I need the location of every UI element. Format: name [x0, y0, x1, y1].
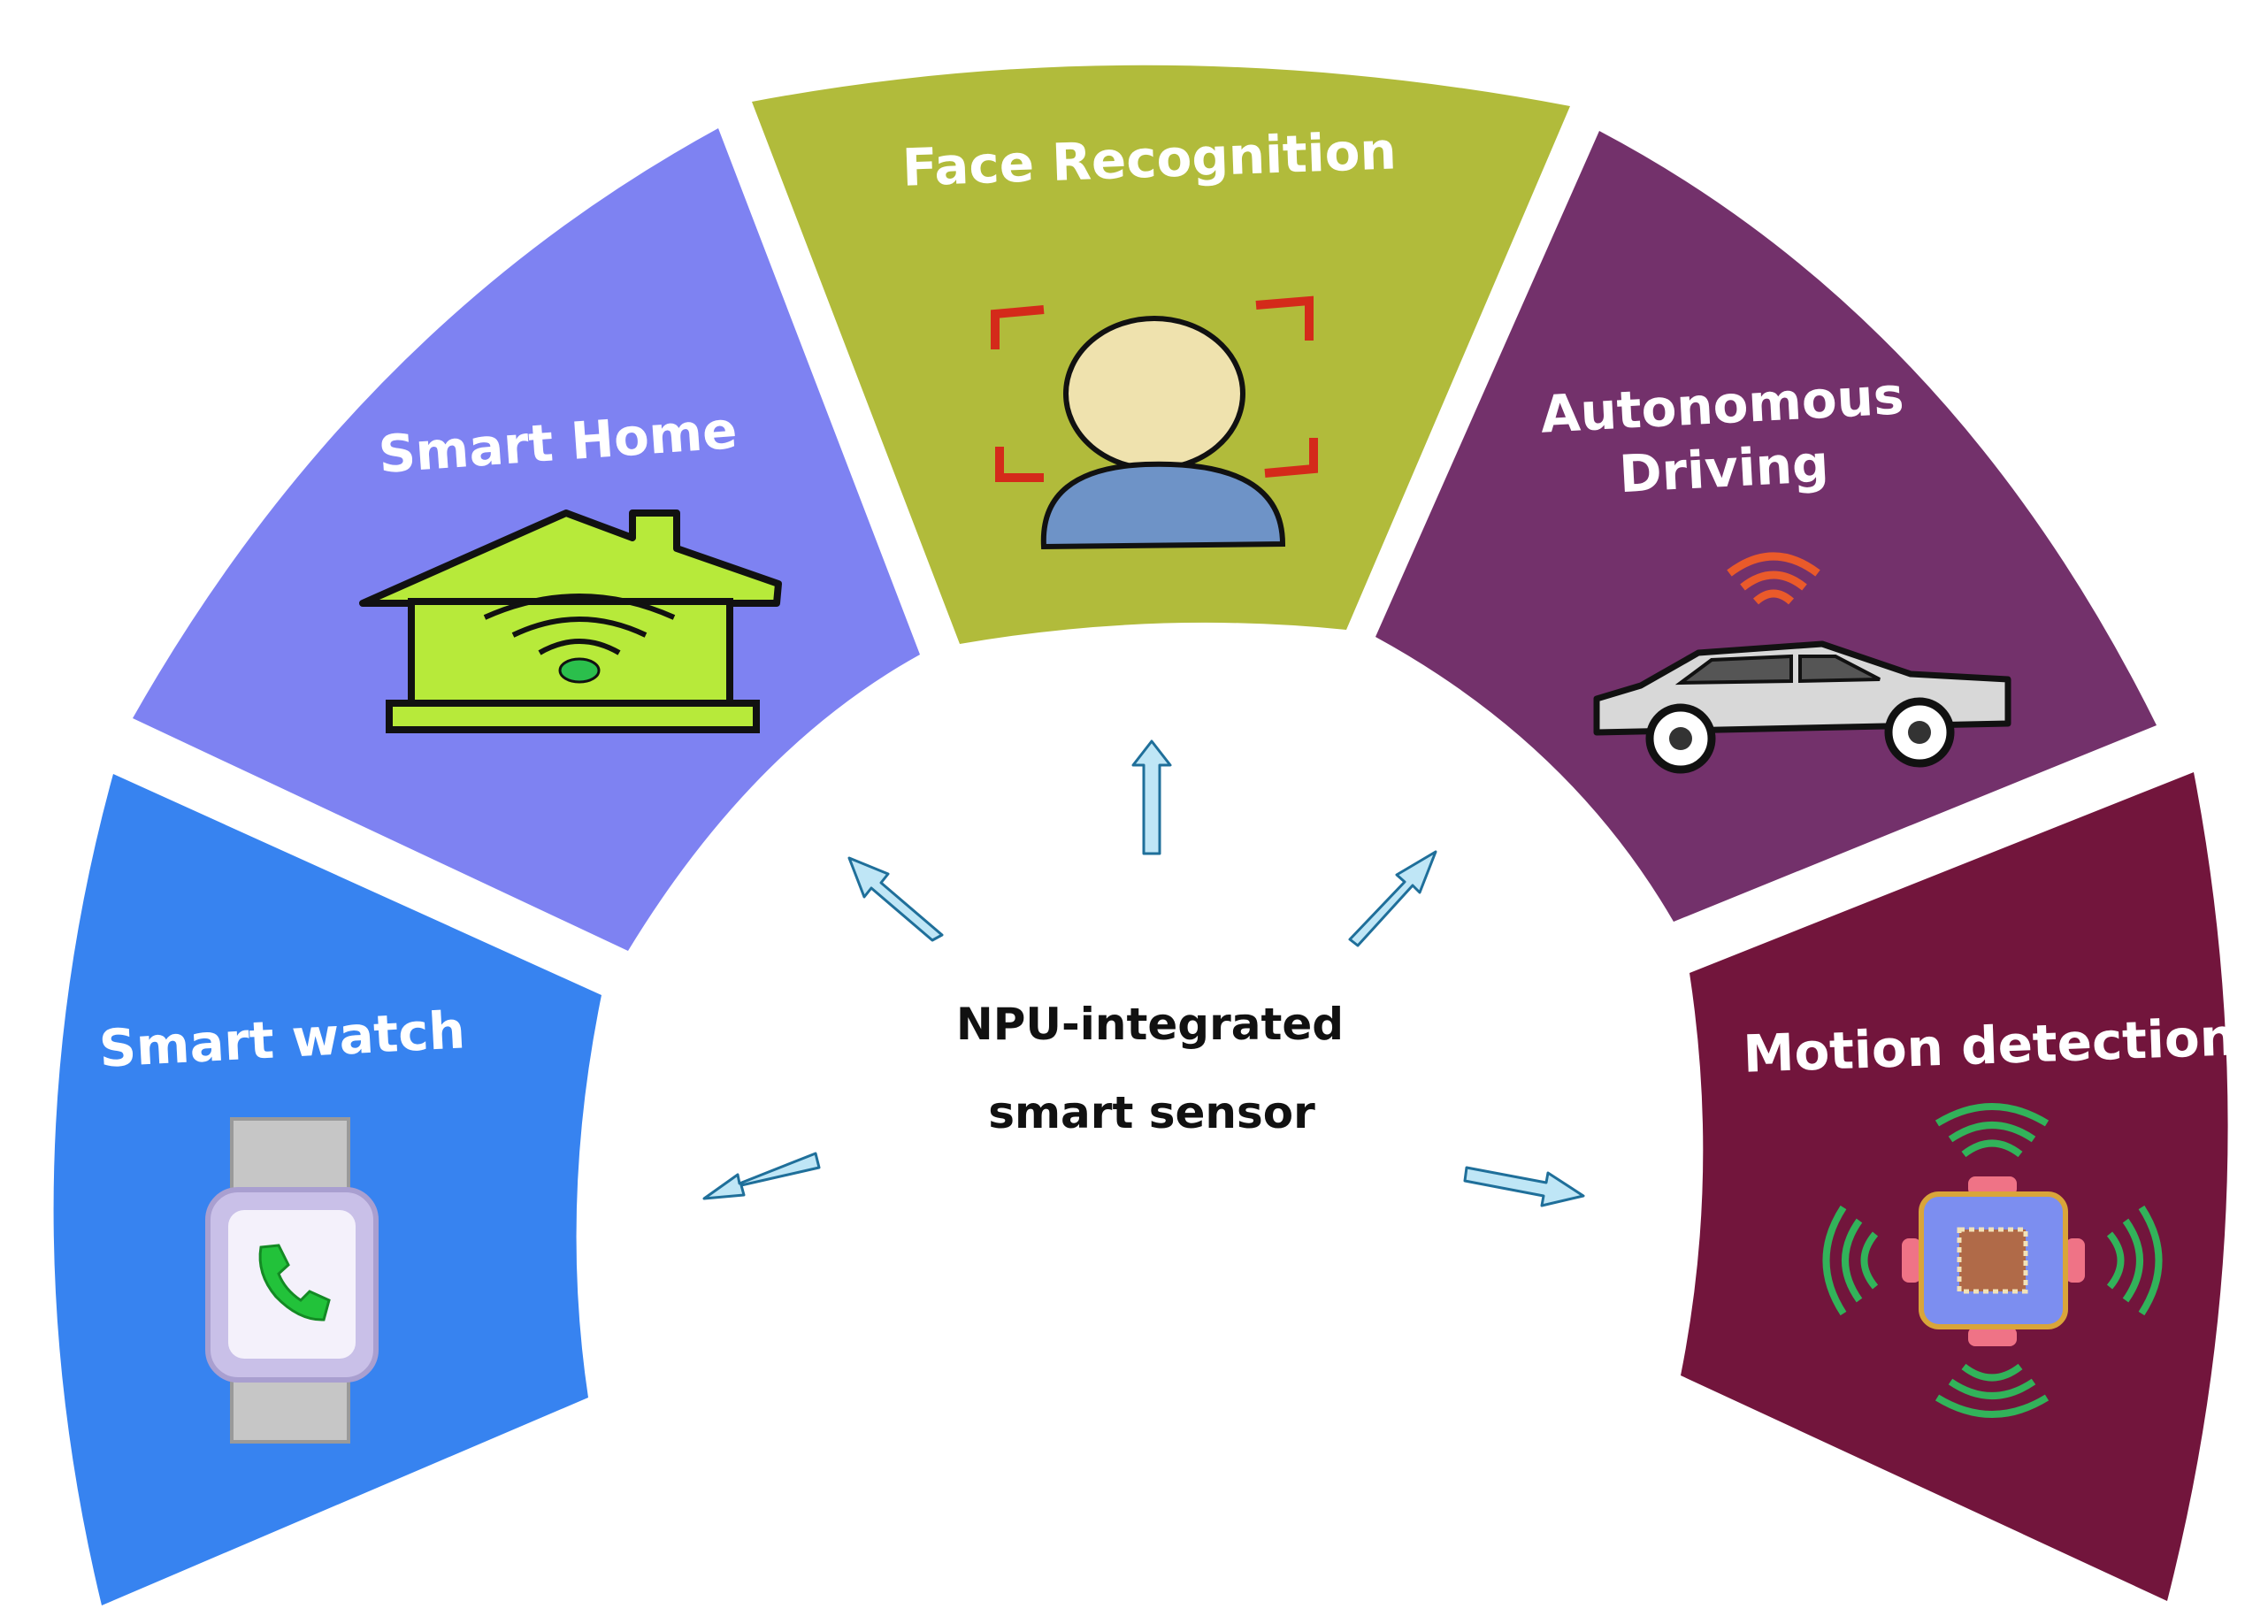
- segment-autonomous-driving: Autonomous Driving: [1375, 131, 2157, 922]
- segment-face-recognition: Face Recognition: [752, 65, 1570, 644]
- arrows: [702, 739, 1585, 1207]
- segment-motion-detection-bg: [1681, 772, 2228, 1601]
- smartwatch-icon: [205, 1117, 379, 1444]
- segment-smart-watch: Smart watch: [53, 774, 602, 1605]
- arrow-to-smart-home: [847, 856, 944, 942]
- motion-sensor-chip-icon: [1822, 1103, 2163, 1418]
- center-label-line1: NPU-integrated: [956, 999, 1344, 1050]
- arrow-to-smart-watch: [702, 1152, 821, 1200]
- center-label: NPU-integrated smart sensor: [956, 999, 1344, 1138]
- segment-smart-home: Smart Home: [133, 128, 920, 951]
- arrow-to-motion-detection: [1463, 1166, 1585, 1207]
- arrow-to-face-recognition: [1131, 739, 1172, 855]
- car-signal-icon: [1593, 552, 2011, 774]
- arrow-to-autonomous-driving: [1348, 850, 1437, 947]
- smart-home-wifi-icon: [359, 509, 782, 733]
- center-label-line2: smart sensor: [988, 1087, 1315, 1138]
- segment-motion-detection: Motion detection: [1681, 772, 2237, 1601]
- face-recognition-icon: [991, 295, 1318, 550]
- segment-autonomous-driving-title-line2: Driving: [1618, 433, 1830, 504]
